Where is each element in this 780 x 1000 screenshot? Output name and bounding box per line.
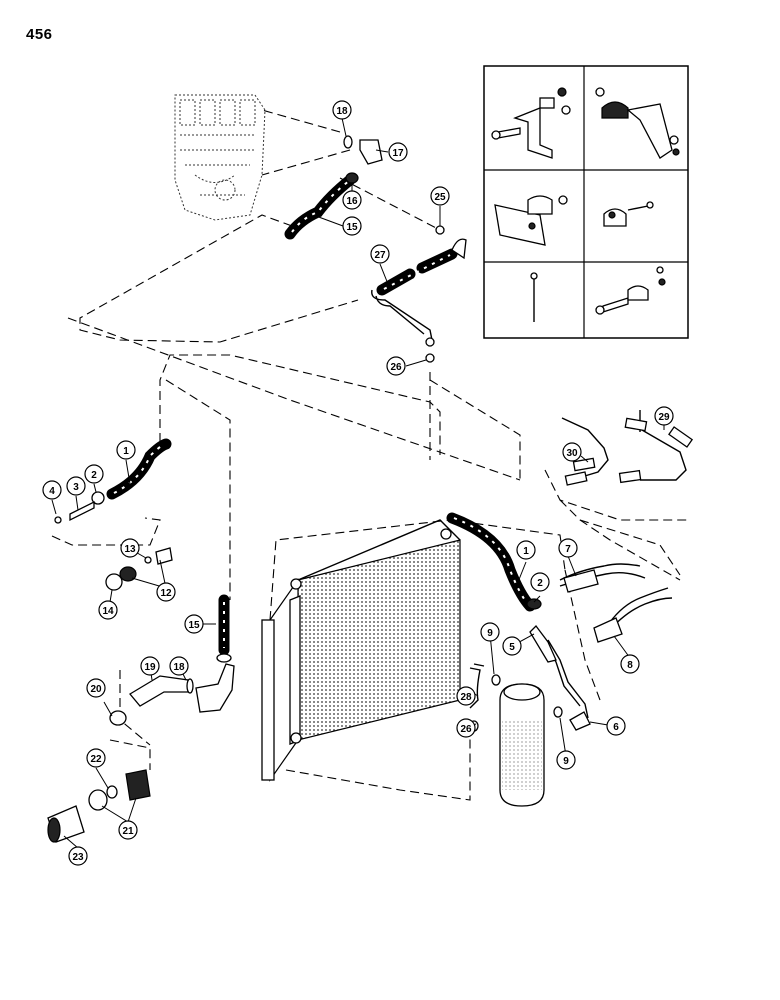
svg-text:13: 13	[124, 544, 136, 555]
callout-2-left: 2	[84, 464, 104, 484]
engine-block	[174, 94, 266, 221]
svg-text:8: 8	[627, 660, 633, 671]
callout-19: 19	[140, 656, 160, 676]
svg-text:21: 21	[122, 826, 134, 837]
callout-30: 30	[562, 442, 582, 462]
callout-4: 4	[42, 480, 62, 500]
hardware-inset	[483, 65, 689, 339]
svg-text:3: 3	[73, 482, 79, 493]
svg-text:20: 20	[90, 684, 102, 695]
svg-text:6: 6	[613, 722, 619, 733]
callout-15-upper: 15	[342, 216, 362, 236]
callout-25: 25	[430, 186, 450, 206]
callout-20: 20	[86, 678, 106, 698]
receiver-drier	[499, 683, 545, 807]
svg-text:2: 2	[537, 578, 543, 589]
bolt-clip-icon	[595, 266, 666, 315]
callout-22: 22	[86, 748, 106, 768]
page-number: 456	[26, 26, 53, 43]
callout-18-lower: 18	[169, 656, 189, 676]
hoses	[106, 174, 694, 719]
callout-27: 27	[370, 244, 390, 264]
svg-text:4: 4	[49, 486, 55, 497]
svg-text:7: 7	[565, 544, 571, 555]
svg-text:26: 26	[390, 362, 402, 373]
callout-12: 12	[156, 582, 176, 602]
svg-text:25: 25	[434, 192, 446, 203]
svg-text:2: 2	[91, 470, 97, 481]
callout-14: 14	[98, 600, 118, 620]
svg-text:29: 29	[658, 412, 670, 423]
callout-13: 13	[120, 538, 140, 558]
callouts: 18 17 16 15 25 27 26 1 2 3 4 13 12 14 15…	[42, 100, 674, 866]
callout-29: 29	[654, 406, 674, 426]
svg-text:17: 17	[392, 148, 404, 159]
svg-text:27: 27	[374, 250, 386, 261]
svg-text:18: 18	[173, 662, 185, 673]
svg-text:9: 9	[563, 756, 569, 767]
svg-text:30: 30	[566, 448, 578, 459]
svg-text:1: 1	[523, 546, 529, 557]
clamp-icon	[595, 87, 680, 159]
callout-26-upper: 26	[386, 356, 406, 376]
svg-text:5: 5	[509, 642, 515, 653]
svg-text:1: 1	[123, 446, 129, 457]
callout-23: 23	[68, 846, 88, 866]
svg-text:23: 23	[72, 852, 84, 863]
svg-text:16: 16	[346, 196, 358, 207]
callout-17: 17	[388, 142, 408, 162]
callout-26-lower: 26	[456, 718, 476, 738]
callout-1-right: 1	[516, 540, 536, 560]
callout-16: 16	[342, 190, 362, 210]
callout-2-right: 2	[530, 572, 550, 592]
leader-lines	[51, 117, 665, 849]
fittings	[47, 135, 623, 843]
callout-8: 8	[620, 654, 640, 674]
condenser	[261, 519, 461, 782]
svg-text:15: 15	[188, 620, 200, 631]
svg-text:19: 19	[144, 662, 156, 673]
svg-text:12: 12	[160, 588, 172, 599]
svg-text:15: 15	[346, 222, 358, 233]
callout-9-right: 9	[556, 750, 576, 770]
bracket-icon	[491, 87, 571, 159]
clip-icon	[603, 201, 654, 227]
callout-3: 3	[66, 476, 86, 496]
svg-text:28: 28	[460, 692, 472, 703]
svg-text:22: 22	[90, 754, 102, 765]
callout-6: 6	[606, 716, 626, 736]
callout-7: 7	[558, 538, 578, 558]
plate-icon	[494, 195, 568, 246]
cotter-pin-icon	[530, 272, 538, 322]
callout-1-left: 1	[116, 440, 136, 460]
svg-text:18: 18	[336, 106, 348, 117]
svg-text:9: 9	[487, 628, 493, 639]
callout-5: 5	[502, 636, 522, 656]
svg-text:14: 14	[102, 606, 114, 617]
callout-28: 28	[456, 686, 476, 706]
callout-9-left: 9	[480, 622, 500, 642]
svg-text:26: 26	[460, 724, 472, 735]
callout-18-upper: 18	[332, 100, 352, 120]
callout-21: 21	[118, 820, 138, 840]
callout-15-lower: 15	[184, 614, 204, 634]
